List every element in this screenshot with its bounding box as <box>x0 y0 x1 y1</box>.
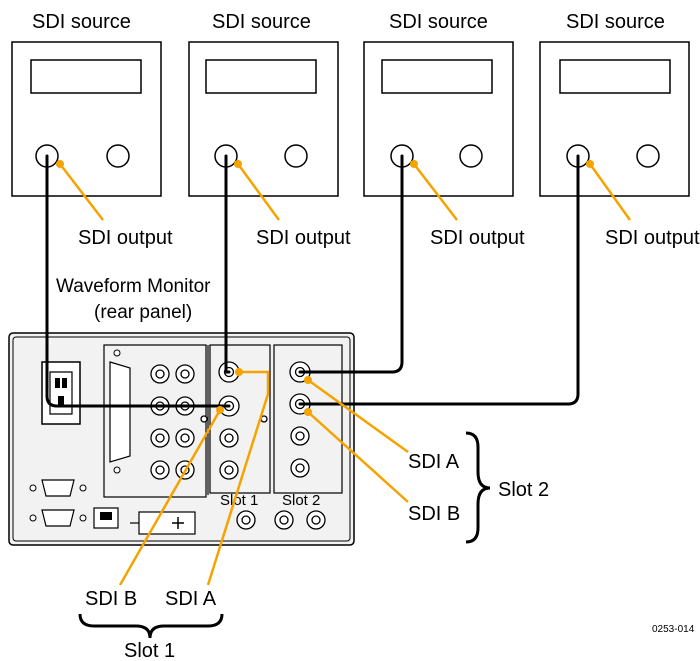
panel-slot1-label: Slot 1 <box>220 492 258 509</box>
serial-port-icon <box>29 509 87 527</box>
ethernet-port-icon <box>93 507 119 529</box>
sdi-source-title: SDI source <box>32 11 131 33</box>
cable-source2 <box>224 154 231 374</box>
knob-icon <box>636 144 660 168</box>
sdi-output-label: SDI output <box>256 227 351 249</box>
cable-source4 <box>298 154 580 406</box>
slot1-group-label: Slot 1 <box>124 640 175 661</box>
slot2-brace <box>465 431 491 544</box>
source-display <box>205 59 317 94</box>
source-display <box>559 59 671 94</box>
sdi-source-4: SDI source SDI output <box>539 11 700 249</box>
monitor-subtitle: (rear panel) <box>94 302 192 323</box>
sdi-source-title: SDI source <box>212 11 311 33</box>
source-display <box>30 59 142 94</box>
bnc-connectors-left-card <box>150 364 195 480</box>
sdi-source-title: SDI source <box>389 11 488 33</box>
figure-id: 0253-014 <box>652 624 695 635</box>
sdi-source-3: SDI source SDI output <box>363 11 525 249</box>
slot1-sdi-b-label: SDI B <box>85 588 137 610</box>
sdi-source-1: SDI source SDI output <box>11 11 173 249</box>
power-inlet-icon <box>41 361 81 425</box>
cable-source1 <box>45 154 231 408</box>
slot1-sdi-a-label: SDI A <box>165 588 217 610</box>
slot1-brace <box>78 613 224 639</box>
panel-callout-dots <box>216 368 312 416</box>
db25-port-icon <box>109 349 131 474</box>
callout-dots <box>56 160 594 168</box>
slot2-group-label: Slot 2 <box>498 479 549 501</box>
knob-icon <box>459 144 483 168</box>
slot2-sdi-a-label: SDI A <box>408 451 460 473</box>
rear-panel-inner <box>12 336 351 542</box>
source-display <box>381 59 493 94</box>
knob-icon <box>284 144 308 168</box>
slot2-sdi-b-label: SDI B <box>408 503 460 525</box>
sdi-source-title: SDI source <box>566 11 665 33</box>
sdi-output-label: SDI output <box>78 227 173 249</box>
rear-panel: Slot 1 Slot 2 <box>8 332 355 546</box>
knob-icon <box>106 144 130 168</box>
battery-icon <box>130 511 196 535</box>
source-output-callouts <box>59 163 632 221</box>
serial-port-icon <box>29 479 87 497</box>
sdi-output-label: SDI output <box>605 227 700 249</box>
panel-callouts <box>118 370 409 586</box>
panel-slot2-label: Slot 2 <box>282 492 320 509</box>
sdi-source-2: SDI source SDI output <box>188 11 351 249</box>
bnc-connectors-bottom <box>236 510 326 530</box>
sdi-output-label: SDI output <box>430 227 525 249</box>
monitor-title: Waveform Monitor <box>56 276 211 297</box>
sdi-cables <box>45 154 580 408</box>
cable-source3 <box>298 154 404 374</box>
